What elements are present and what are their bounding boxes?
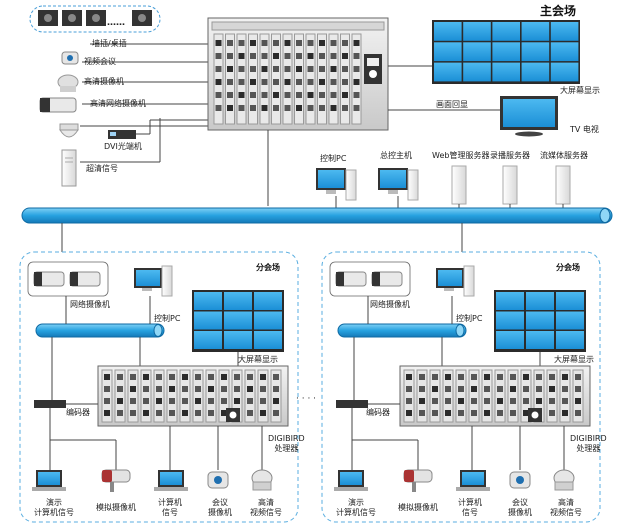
branch-site bbox=[321, 251, 601, 523]
branch-site bbox=[19, 251, 299, 523]
branch1-device-0: 演示 计算机信号 bbox=[34, 498, 74, 517]
branch2-title: 分会场 bbox=[556, 263, 580, 272]
branch2-wall-label: 大屏幕显示 bbox=[554, 355, 594, 364]
streaming-server-icon bbox=[555, 165, 571, 205]
branch1-wall-label: 大屏幕显示 bbox=[238, 355, 278, 364]
source-links bbox=[80, 43, 208, 163]
ellipsis: …… bbox=[107, 18, 125, 28]
main-video-wall bbox=[432, 20, 580, 84]
branch1-device-3: 会议 摄像机 bbox=[208, 498, 232, 517]
branch1-processor-label: DIGIBIRD 处理器 bbox=[268, 434, 305, 453]
web-server-icon bbox=[451, 165, 467, 205]
tv-icon bbox=[500, 96, 558, 137]
source-label-socket: 墙插/桌插 bbox=[92, 39, 127, 48]
dvi-optical-icon bbox=[108, 130, 136, 139]
hd-camera-icon bbox=[57, 74, 79, 92]
branch2-processor-label: DIGIBIRD 处理器 bbox=[570, 434, 607, 453]
video-conference-icon bbox=[61, 51, 79, 65]
source-label-dvi: DVI光端机 bbox=[104, 142, 142, 151]
branch1-pc-label: 控制PC bbox=[154, 314, 181, 323]
branch1-encoder-label: 编码器 bbox=[66, 408, 90, 417]
branch1-device-1: 模拟摄像机 bbox=[96, 503, 136, 512]
dome-camera-icon bbox=[59, 123, 79, 138]
source-label-videoconf: 视频会议 bbox=[84, 57, 116, 66]
recording-server-icon bbox=[502, 165, 518, 205]
server-label-recording: 录播服务器 bbox=[490, 151, 530, 160]
server-label-web: Web管理服务器 bbox=[432, 151, 490, 160]
server-label-master: 总控主机 bbox=[380, 151, 412, 160]
server-label-streaming: 流媒体服务器 bbox=[540, 151, 588, 160]
branch2-device-3: 会议 摄像机 bbox=[508, 498, 532, 517]
branch2-camera-label: 网络摄像机 bbox=[370, 300, 410, 309]
source-label-hd-camera: 高清摄像机 bbox=[84, 77, 124, 86]
source-label-signal: 超清信号 bbox=[86, 164, 118, 173]
tv-label: TV 电视 bbox=[570, 125, 599, 134]
signal-pc-icon bbox=[61, 149, 77, 187]
main-network-bus bbox=[21, 207, 613, 224]
main-processor-rack bbox=[207, 17, 389, 131]
wall-socket-group bbox=[29, 5, 161, 33]
source-label-hd-netcam: 高清网络摄像机 bbox=[90, 99, 146, 108]
branch2-device-4: 高清 视频信号 bbox=[550, 498, 582, 517]
server-label-control-pc: 控制PC bbox=[320, 154, 347, 163]
branch2-device-2: 计算机 信号 bbox=[458, 498, 482, 517]
branch2-pc-label: 控制PC bbox=[456, 314, 483, 323]
picture-echo-label: 画面回显 bbox=[436, 100, 468, 109]
branch1-device-2: 计算机 信号 bbox=[158, 498, 182, 517]
branch2-device-1: 模拟摄像机 bbox=[398, 503, 438, 512]
branch1-camera-label: 网络摄像机 bbox=[70, 300, 110, 309]
branch2-device-0: 演示 计算机信号 bbox=[336, 498, 376, 517]
main-site-title: 主会场 bbox=[540, 4, 577, 18]
hd-network-camera-icon bbox=[39, 97, 77, 113]
branch1-device-4: 高清 视频信号 bbox=[250, 498, 282, 517]
control-pc-icon bbox=[316, 168, 357, 201]
main-wall-label: 大屏幕显示 bbox=[560, 86, 600, 95]
branch1-title: 分会场 bbox=[256, 263, 280, 272]
master-host-icon bbox=[378, 168, 419, 201]
between-ellipsis: · · · · bbox=[296, 394, 317, 404]
branch2-encoder-label: 编码器 bbox=[366, 408, 390, 417]
